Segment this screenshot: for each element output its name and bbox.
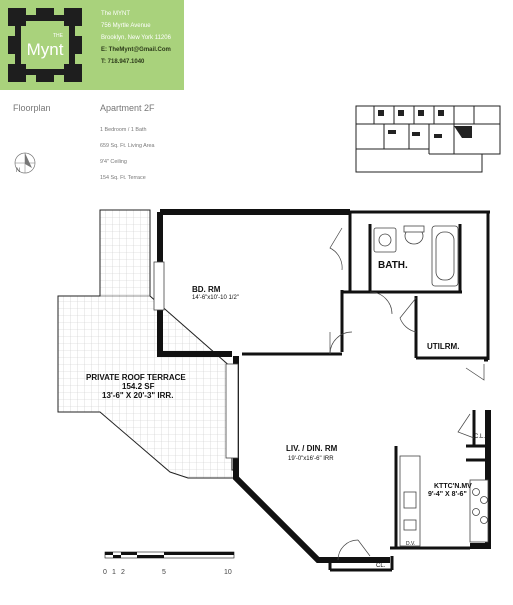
kitchen-dims: 9'-4" X 8'-6" [428, 491, 467, 498]
terrace-dims: 13'-6" X 20'-3" IRR. [102, 391, 173, 400]
mynt-logo: THE Mynt [8, 8, 82, 82]
floor-plan: BD. RM 14'-6"x10'-10 1/2" BATH. UTILRM. … [0, 200, 513, 600]
scale-label-1: 1 [112, 569, 116, 576]
terrace-name: PRIVATE ROOF TERRACE [86, 373, 186, 382]
terrace-area [57, 209, 237, 479]
kitchen-name: KTTC'N.MV [434, 483, 472, 490]
address-line-1: 756 Myrtle Avenue [101, 23, 151, 29]
scale-label-10: 10 [224, 569, 232, 576]
scale-label-2: 2 [121, 569, 125, 576]
scale-bar: 0 1 2 5 10 [100, 550, 250, 580]
detail-terrace: 154 Sq. Ft. Terrace [100, 175, 146, 181]
detail-living-area: 659 Sq. Ft. Living Area [100, 143, 155, 149]
logo-the: THE [53, 33, 64, 39]
utility-name: UTILRM. [427, 342, 459, 351]
scale-label-5: 5 [162, 569, 166, 576]
building-name: The MYNT [101, 11, 131, 17]
north-arrow-icon: N [12, 150, 38, 176]
header-panel: THE Mynt The MYNT 756 Myrtle Avenue Broo… [0, 0, 184, 90]
key-plan [354, 104, 502, 174]
apartment-title: Apartment 2F [100, 103, 155, 113]
email: E: TheMynt@Gmail.Com [101, 47, 171, 53]
address-line-2: Brooklyn, New York 11206 [101, 35, 171, 41]
living-dims: 19'-0"x16'-6" IRR [288, 456, 334, 462]
detail-bedrooms: 1 Bedroom / 1 Bath [100, 127, 147, 133]
logo-name: Mynt [27, 40, 64, 59]
floorplan-label: Floorplan [13, 103, 51, 113]
apartment-details: 1 Bedroom / 1 Bath 659 Sq. Ft. Living Ar… [100, 122, 155, 186]
bedroom-name: BD. RM [192, 285, 221, 294]
detail-ceiling: 9'4" Ceiling [100, 159, 127, 165]
contact-block: The MYNT 756 Myrtle Avenue Brooklyn, New… [101, 8, 171, 68]
scale-label-0: 0 [103, 569, 107, 576]
bath-name: BATH. [378, 260, 408, 271]
north-letter: N [16, 168, 20, 174]
dishwasher: D.V. [406, 541, 415, 547]
closet-right: C.L. [474, 434, 485, 440]
bedroom-dims: 14'-6"x10'-10 1/2" [192, 295, 239, 301]
living-name: LIV. / DIN. RM [286, 444, 338, 453]
phone: T: 718.947.1040 [101, 59, 145, 65]
closet-bottom: CL. [376, 563, 386, 569]
terrace-area-label: 154.2 SF [122, 382, 155, 391]
